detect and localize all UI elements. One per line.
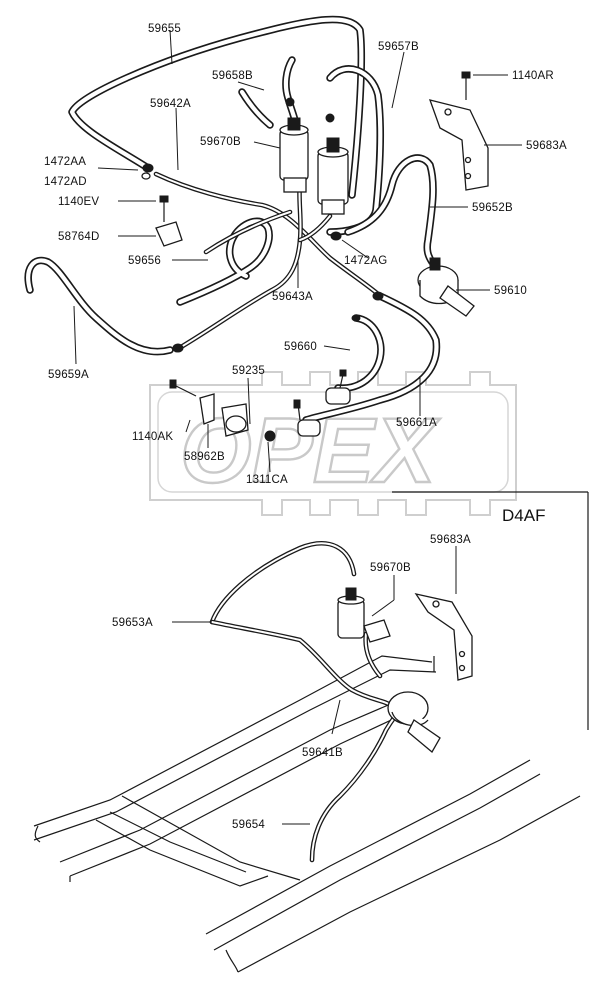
label-59642A: 59642A (150, 98, 191, 110)
label-59683A-top: 59683A (526, 140, 567, 152)
lower-frame (33, 655, 581, 973)
label-58764D: 58764D (58, 231, 99, 243)
label-59661A: 59661A (396, 417, 437, 429)
label-59670B-top: 59670B (200, 136, 241, 148)
lower-tubes (209, 541, 407, 863)
label-59641B: 59641B (302, 747, 343, 759)
label-59657B: 59657B (378, 41, 419, 53)
label-1140AR: 1140AR (512, 70, 554, 82)
label-1140EV: 1140EV (58, 196, 99, 208)
label-59654: 59654 (232, 819, 265, 831)
vacuum-actuator (417, 257, 475, 317)
lower-parts (337, 587, 473, 753)
label-59683A-bottom: 59683A (430, 534, 471, 546)
solenoid-valves (279, 117, 349, 215)
part-labels: 59655 59658B 59657B 1140AR 59642A 59670B… (44, 23, 567, 831)
section-divider: D4AF (392, 491, 589, 730)
brackets-top (155, 99, 489, 437)
label-59652B: 59652B (472, 202, 513, 214)
label-59643A: 59643A (272, 291, 313, 303)
label-59610: 59610 (494, 285, 527, 297)
leader-lines (73, 29, 522, 825)
vacuum-sensors (293, 369, 351, 437)
label-59235: 59235 (232, 365, 265, 377)
upper-tubes (153, 171, 381, 353)
label-59653A: 59653A (112, 617, 153, 629)
label-1140AK: 1140AK (132, 431, 173, 443)
hose-clips (141, 97, 384, 353)
engine-code-label: D4AF (502, 506, 545, 525)
label-58962B: 58962B (184, 451, 225, 463)
label-59656: 59656 (128, 255, 161, 267)
label-1472AD: 1472AD (44, 176, 87, 188)
label-59670B-bottom: 59670B (370, 562, 411, 574)
bolts (159, 71, 471, 442)
label-59659A: 59659A (48, 369, 89, 381)
label-1472AG: 1472AG (344, 255, 387, 267)
label-59655: 59655 (148, 23, 181, 35)
label-59660: 59660 (284, 341, 317, 353)
label-1472AA: 1472AA (44, 156, 86, 168)
label-1311CA: 1311CA (246, 474, 288, 486)
label-59658B: 59658B (212, 70, 253, 82)
